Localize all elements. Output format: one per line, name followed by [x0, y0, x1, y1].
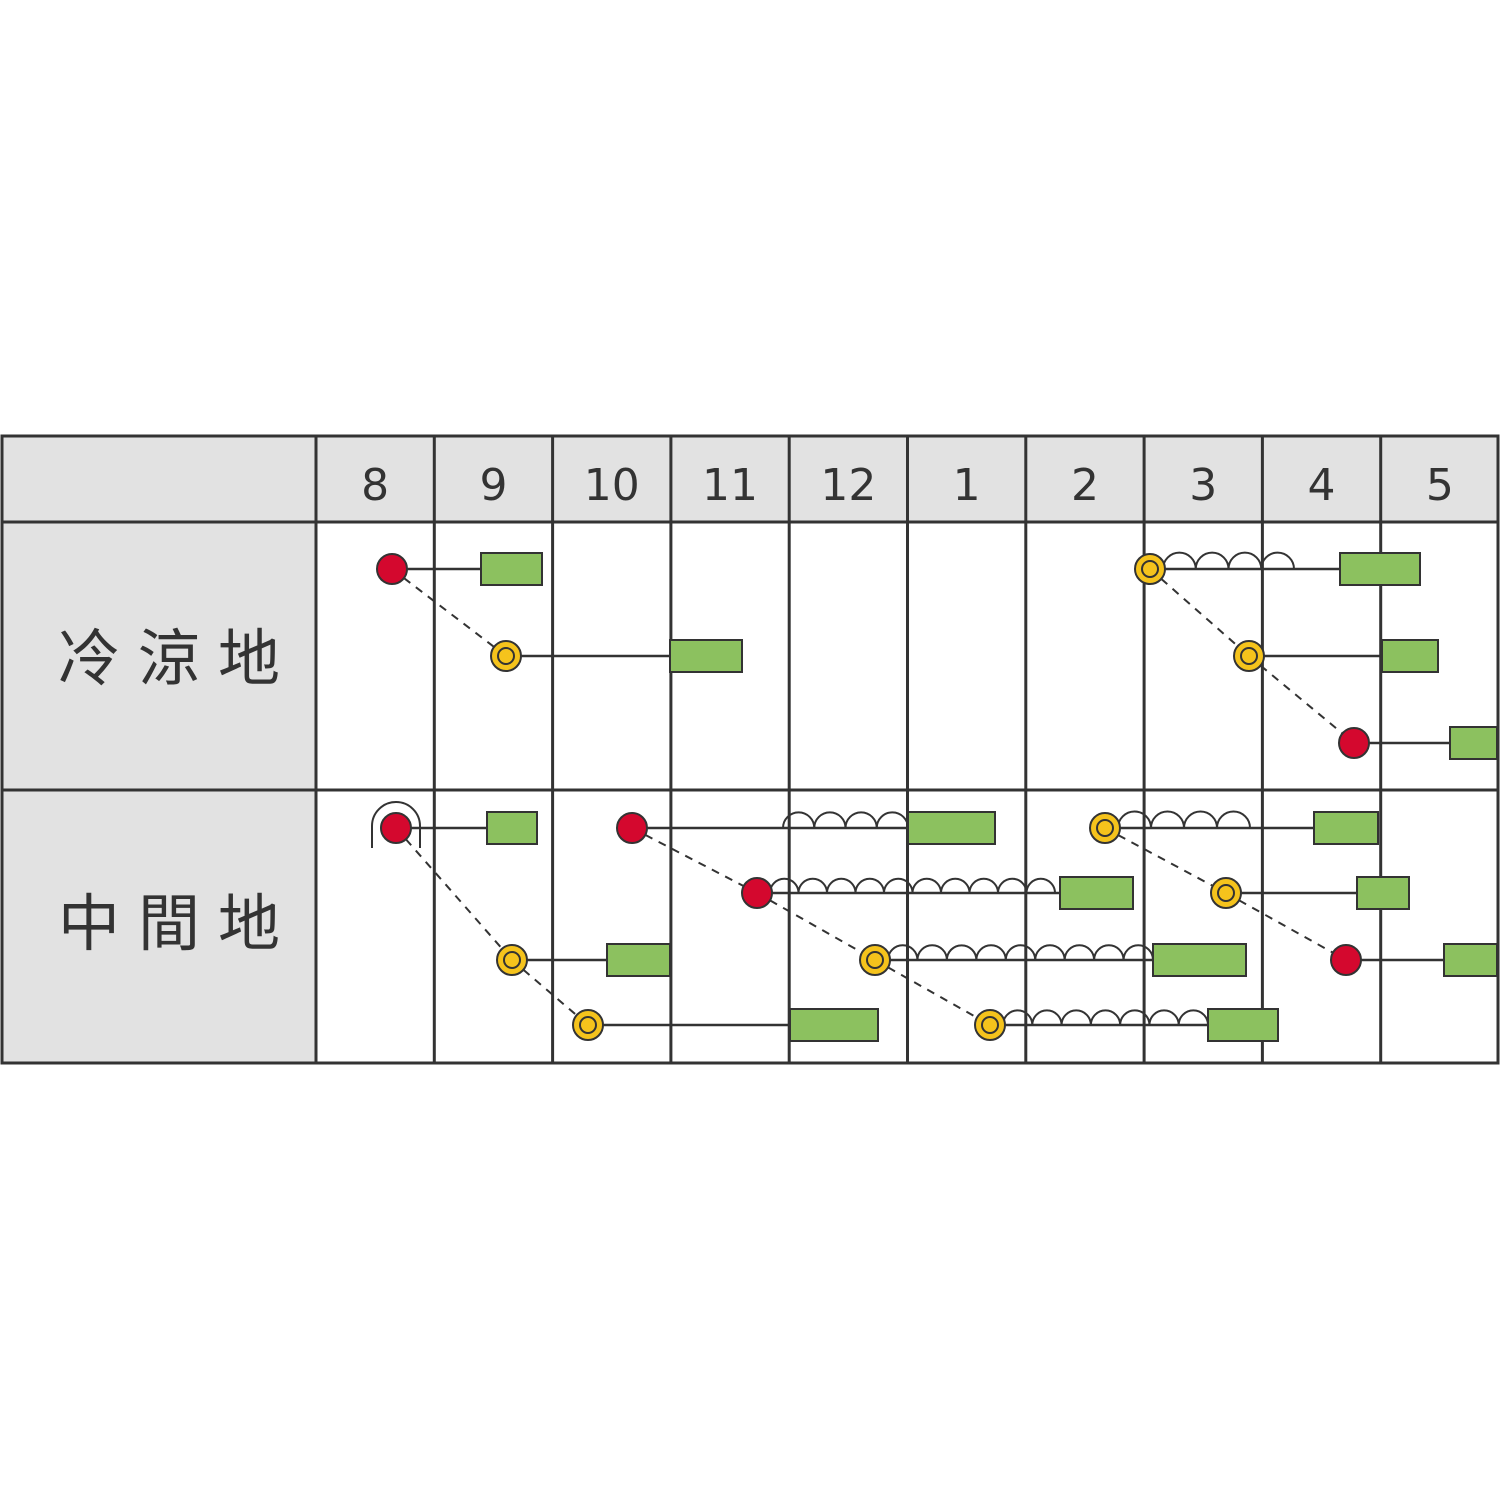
planting-dot-inner	[503, 951, 521, 969]
month-label-1: 1	[953, 460, 981, 511]
harvest-bar	[606, 943, 671, 977]
region-label-intermediate: 中間地	[58, 887, 298, 960]
sequence-link	[1104, 827, 1227, 894]
planting-dot-inner	[981, 1016, 999, 1034]
planting-dot-inner	[1217, 884, 1235, 902]
region-column	[2, 522, 316, 1063]
sequence-link	[1149, 568, 1250, 657]
harvest-bar	[1443, 943, 1498, 977]
harvest-bar	[1207, 1008, 1279, 1042]
harvest-bar	[907, 811, 996, 845]
harvest-bar	[789, 1008, 879, 1042]
planting-dot-inner	[579, 1016, 597, 1034]
month-label-2: 2	[1071, 460, 1099, 511]
tunnel-cover	[1162, 551, 1295, 570]
planting-dot	[1210, 877, 1242, 909]
hotcap-cover	[371, 801, 421, 848]
planting-dot	[1134, 553, 1166, 585]
sequence-link	[756, 892, 876, 961]
tunnel-cover	[1117, 810, 1251, 829]
tunnel-cover	[887, 944, 1154, 961]
month-label-8: 8	[361, 460, 389, 511]
planting-dot-inner	[497, 647, 515, 665]
harvest-bar	[669, 639, 743, 673]
harvest-bar	[1313, 811, 1379, 845]
sowing-dot	[741, 877, 773, 909]
planting-dot	[572, 1009, 604, 1041]
sequence-link	[511, 959, 589, 1026]
month-label-10: 10	[584, 460, 640, 511]
month-label-12: 12	[820, 460, 876, 511]
sequence-link	[1248, 655, 1355, 744]
harvest-bar	[480, 552, 543, 586]
region-label-cold: 冷涼地	[58, 622, 298, 695]
month-label-5: 5	[1426, 460, 1454, 511]
harvest-bar	[1356, 876, 1410, 910]
harvest-bar	[1339, 552, 1421, 586]
sowing-dot	[380, 812, 412, 844]
harvest-bar	[1381, 639, 1439, 673]
sowing-dot	[1330, 944, 1362, 976]
planting-dot	[1233, 640, 1265, 672]
schedule-marks	[371, 551, 1498, 1042]
month-label-4: 4	[1308, 460, 1336, 511]
planting-dot-inner	[1096, 819, 1114, 837]
harvest-bar	[1449, 726, 1498, 760]
harvest-bar	[1059, 876, 1134, 910]
planting-dot-inner	[1141, 560, 1159, 578]
planting-dot	[974, 1009, 1006, 1041]
labels: 冷涼地 中間地	[58, 622, 298, 960]
planting-dot	[859, 944, 891, 976]
sowing-dot	[616, 812, 648, 844]
planting-dot-inner	[1240, 647, 1258, 665]
sequence-link	[395, 827, 513, 961]
sequence-link	[874, 959, 991, 1026]
harvest-bar	[486, 811, 538, 845]
tunnel-cover	[769, 877, 1056, 894]
planting-dot	[490, 640, 522, 672]
tunnel-cover	[782, 811, 909, 829]
month-label-11: 11	[702, 460, 758, 511]
sowing-dot	[1338, 727, 1370, 759]
sequence-link	[631, 827, 758, 894]
planting-dot-inner	[866, 951, 884, 969]
planting-dot	[1089, 812, 1121, 844]
planting-dot	[496, 944, 528, 976]
month-label-9: 9	[479, 460, 507, 511]
month-label-3: 3	[1189, 460, 1217, 511]
harvest-bar	[1152, 943, 1247, 977]
sequence-link	[1225, 892, 1347, 961]
header-band	[2, 436, 1498, 522]
tunnel-cover	[1002, 1009, 1209, 1026]
sowing-dot	[376, 553, 408, 585]
